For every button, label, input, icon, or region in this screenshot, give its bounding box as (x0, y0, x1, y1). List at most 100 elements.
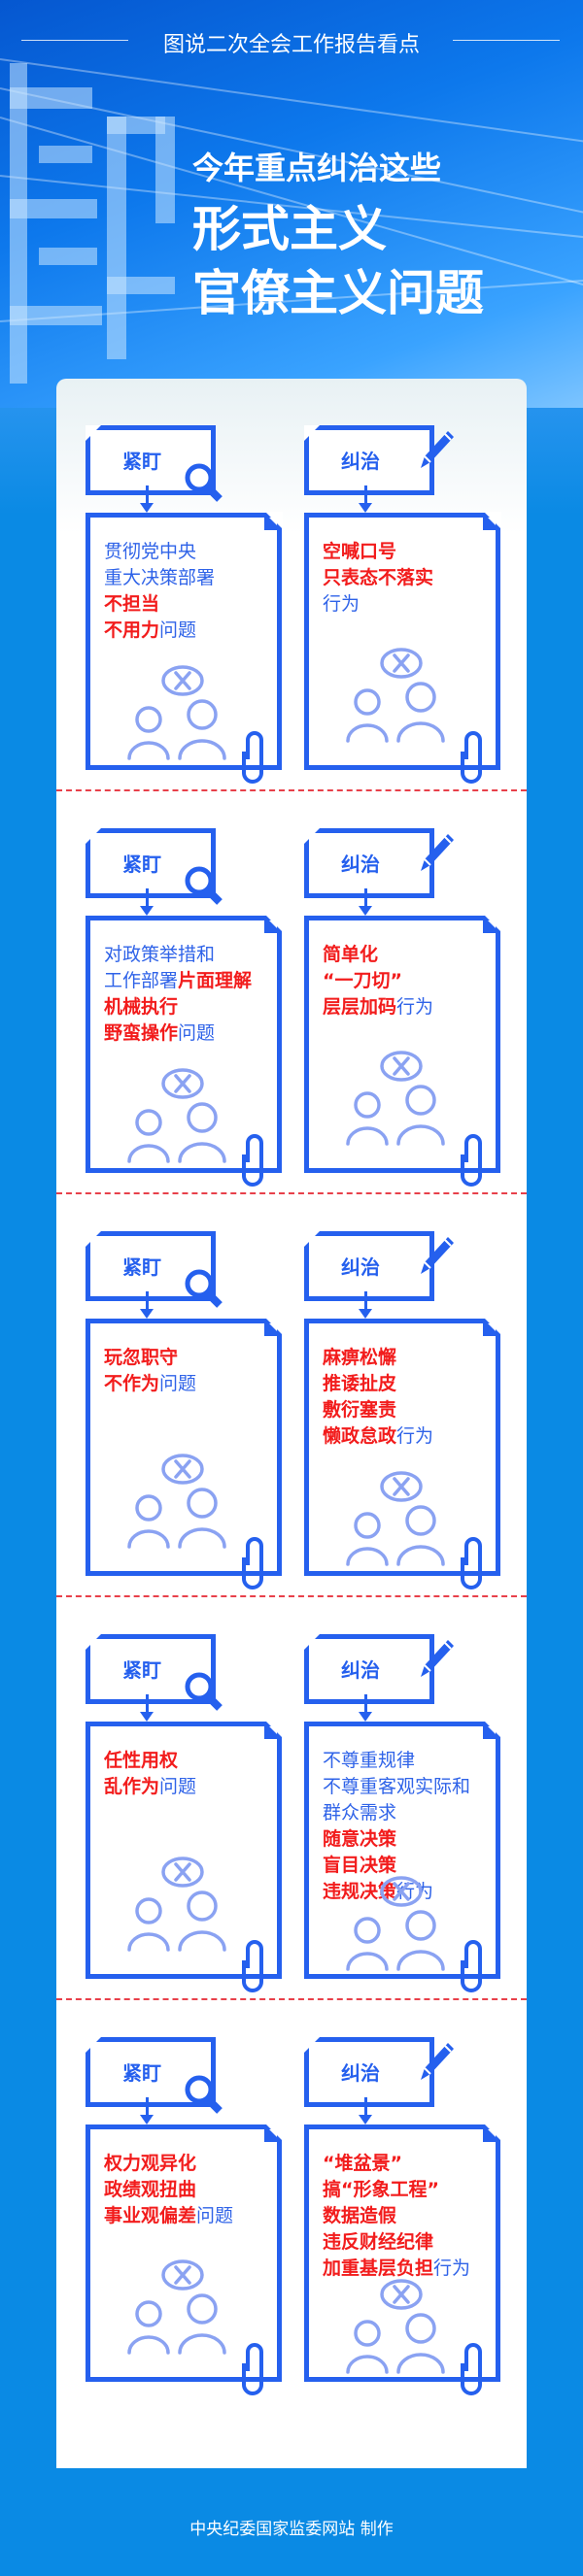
problem-card: 贯彻党中央重大决策部署不担当不用力问题 (86, 512, 283, 784)
title-line-2: 形式主义 (192, 201, 387, 257)
text-line: 玩忽职守 (104, 1345, 271, 1371)
text-line: 数据造假 (323, 2203, 490, 2229)
pencil-icon (413, 828, 458, 881)
highlight-text: 麻痹松懈 (323, 1347, 397, 1368)
paperclip-icon (461, 2342, 486, 2400)
highlight-text: 违规决策 (323, 1881, 397, 1902)
text-line: “一刀切” (323, 968, 490, 994)
down-arrow-icon (359, 888, 372, 916)
rectify-tag: 纠治 (304, 425, 434, 495)
highlight-text: 敷衍塞责 (323, 1399, 397, 1421)
section-divider (56, 1595, 527, 1597)
card-text: “堆盆景”搞“形象工程”数据造假违反财经纪律加重基层负担行为 (323, 2151, 490, 2282)
highlight-text: 违反财经纪律 (323, 2231, 434, 2253)
highlight-text: 空喊口号 (323, 541, 397, 562)
magnifier-icon (183, 1267, 227, 1316)
text-line: 贯彻党中央 (104, 539, 271, 565)
text-line: 群众需求 (323, 1800, 490, 1826)
header-subtitle: 图说二次全会工作报告看点 (0, 27, 583, 58)
plain-text: 贯彻党中央 (104, 541, 197, 562)
down-arrow-icon (359, 2097, 372, 2124)
tag-label: 紧盯 (122, 2061, 161, 2085)
tag-label: 紧盯 (122, 853, 161, 876)
highlight-text: 任性用权 (104, 1750, 179, 1771)
pencil-icon (413, 2037, 458, 2090)
down-arrow-icon (140, 485, 154, 513)
plain-text: 群众需求 (323, 1802, 397, 1823)
highlight-text: 野蛮操作 (104, 1022, 179, 1044)
text-line: 只表态不落实 (323, 565, 490, 591)
highlight-text: 政绩观扭曲 (104, 2179, 197, 2200)
text-line: 不担当 (104, 591, 271, 618)
text-line: 乱作为问题 (104, 1774, 271, 1800)
watch-tag: 紧盯 (86, 1231, 216, 1301)
seated-official-icon (120, 2256, 236, 2366)
highlight-text: 不用力 (104, 619, 160, 641)
highlight-text: 玩忽职守 (104, 1347, 179, 1368)
magnifier-icon (183, 1670, 227, 1719)
behavior-card: 空喊口号只表态不落实行为 (304, 512, 501, 784)
highlight-text: 推诿扯皮 (323, 1373, 397, 1394)
down-arrow-icon (140, 2097, 154, 2124)
chat-people-icon (338, 1467, 455, 1578)
card-text: 简单化“一刀切”层层加码行为 (323, 942, 490, 1020)
text-line: 懒政怠政行为 (323, 1423, 490, 1450)
text-line: 随意决策 (323, 1826, 490, 1853)
text-line: 不尊重客观实际和 (323, 1774, 490, 1800)
desk-worker-icon (120, 1064, 236, 1175)
watch-tag: 紧盯 (86, 425, 216, 495)
highlight-text: 简单化 (323, 944, 379, 965)
chart-presenter-icon (338, 1872, 455, 1983)
section-divider (56, 1998, 527, 2000)
down-arrow-icon (140, 1291, 154, 1319)
plain-text: 问题 (159, 1776, 197, 1797)
text-line: 搞“形象工程” (323, 2177, 490, 2203)
behavior-card: 麻痹松懈推诿扯皮敷衍塞责懒政怠政行为 (304, 1318, 501, 1589)
highlight-text: 权力观异化 (104, 2153, 197, 2174)
paperclip-icon (461, 1939, 486, 1997)
card-text: 空喊口号只表态不落实行为 (323, 539, 490, 618)
paperclip-icon (242, 1536, 267, 1594)
tag-label: 纠治 (341, 1255, 380, 1279)
magnifier-icon (183, 461, 227, 510)
megaphone-crowd-icon (338, 644, 455, 754)
plain-text: 行为 (396, 1425, 434, 1447)
plain-text: 问题 (178, 1022, 216, 1044)
highlight-text: 加重基层负担 (323, 2258, 434, 2279)
tag-label: 纠治 (341, 2061, 380, 2085)
text-line: 麻痹松懈 (323, 1345, 490, 1371)
highlight-text: 乱作为 (104, 1776, 160, 1797)
problem-card: 玩忽职守不作为问题 (86, 1318, 283, 1589)
text-line: 违反财经纪律 (323, 2229, 490, 2256)
highlight-text: “一刀切” (323, 970, 402, 991)
highlight-text: 不担当 (104, 593, 160, 615)
magnifier-icon (183, 2073, 227, 2122)
down-arrow-icon (359, 485, 372, 513)
highlight-text: 机械执行 (104, 996, 179, 1018)
pencil-icon (413, 1231, 458, 1284)
rectify-tag: 纠治 (304, 1231, 434, 1301)
tag-label: 紧盯 (122, 1658, 161, 1682)
text-line: 不尊重规律 (323, 1748, 490, 1774)
card-text: 贯彻党中央重大决策部署不担当不用力问题 (104, 539, 271, 644)
people-disagree-icon (120, 661, 236, 772)
paperclip-icon (461, 730, 486, 788)
problem-card: 任性用权乱作为问题 (86, 1721, 283, 1992)
behavior-card: 不尊重规律不尊重客观实际和群众需求随意决策盲目决策违规决策行为 (304, 1721, 501, 1992)
text-line: 敷衍塞责 (323, 1397, 490, 1423)
text-line: 任性用权 (104, 1748, 271, 1774)
text-line: 加重基层负担行为 (323, 2256, 490, 2282)
text-line: 政绩观扭曲 (104, 2177, 271, 2203)
title-line-3: 官僚主义问题 (192, 265, 484, 321)
highlight-text: 片面理解 (178, 970, 253, 991)
highlight-text: 盲目决策 (323, 1855, 397, 1876)
behavior-card: “堆盆景”搞“形象工程”数据造假违反财经纪律加重基层负担行为 (304, 2124, 501, 2395)
problem-card: 权力观异化政绩观扭曲事业观偏差问题 (86, 2124, 283, 2395)
highlight-text: 不作为 (104, 1373, 160, 1394)
pencil-icon (413, 1634, 458, 1687)
report-board-icon (338, 2275, 455, 2386)
section-divider (56, 789, 527, 791)
card-text: 不尊重规律不尊重客观实际和群众需求随意决策盲目决策违规决策行为 (323, 1748, 490, 1905)
text-line: 空喊口号 (323, 539, 490, 565)
card-text: 玩忽职守不作为问题 (104, 1345, 271, 1397)
